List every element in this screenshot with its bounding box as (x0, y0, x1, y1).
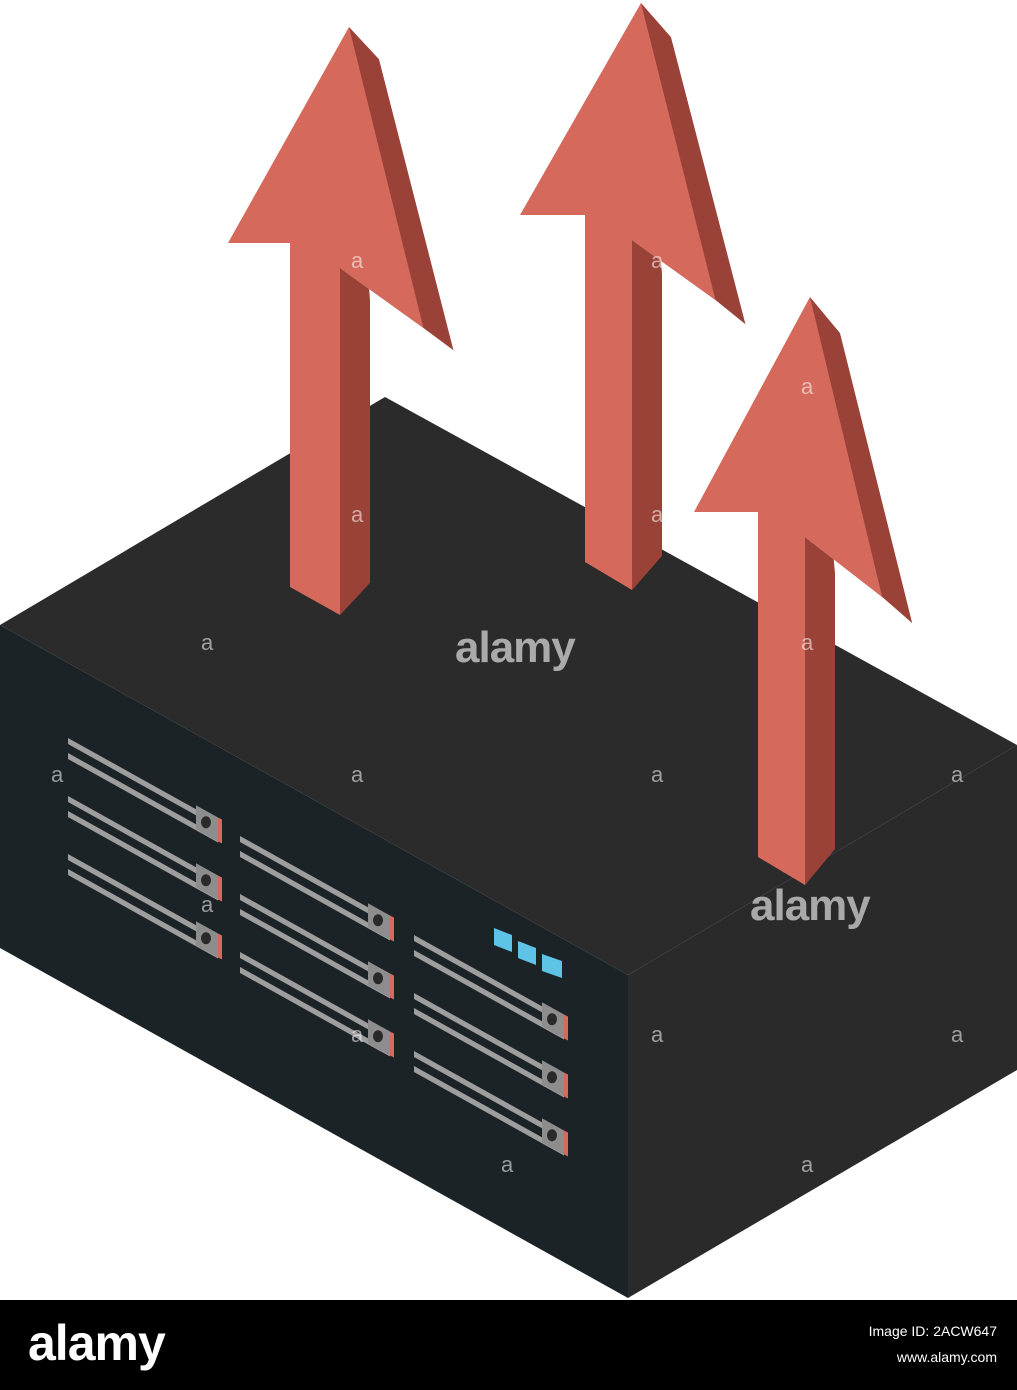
drive-bar (68, 811, 218, 901)
drive-button (373, 914, 383, 927)
arrow-shaft-side (632, 240, 662, 590)
drive-bar (240, 967, 390, 1057)
drive-bar (414, 1066, 564, 1156)
status-light (494, 928, 512, 952)
drive-button (201, 874, 211, 887)
watermark-letter: a (201, 630, 214, 655)
drive-bar (414, 993, 564, 1083)
drive-bay (240, 836, 394, 942)
watermark-letter: a (351, 248, 364, 273)
drive-bar (68, 854, 218, 944)
watermark-letter: a (51, 762, 64, 787)
watermark-letter: a (651, 1022, 664, 1047)
drive-button (547, 1071, 557, 1084)
drive-bay (414, 1051, 568, 1157)
drive-led (564, 1014, 568, 1041)
watermark-letter: a (501, 1152, 514, 1177)
server-illustration (0, 3, 1017, 1298)
drive-bar (68, 753, 218, 843)
image-id-label: Image ID: 2ACW647 (868, 1323, 997, 1339)
drive-button (373, 1030, 383, 1043)
watermark-word: alamy (455, 623, 576, 672)
drive-led (218, 817, 222, 844)
watermark-letter: a (651, 248, 664, 273)
footer-url[interactable]: www.alamy.com (896, 1349, 997, 1365)
drive-bay (240, 894, 394, 1000)
drive-bay (240, 952, 394, 1058)
drive-bay (414, 993, 568, 1099)
footer-bar: alamy Image ID: 2ACW647 www.alamy.com (0, 1300, 1017, 1390)
drive-bar (240, 836, 390, 926)
drive-bay (68, 796, 222, 902)
drive-bay (414, 935, 568, 1041)
watermark-letter: a (801, 1152, 814, 1177)
drive-bar (240, 909, 390, 999)
watermark-letter: a (351, 502, 364, 527)
drive-bay (68, 738, 222, 844)
drive-bar (414, 935, 564, 1025)
drive-button (547, 1129, 557, 1142)
watermark-letter: a (951, 1022, 964, 1047)
watermark-letter: a (801, 630, 814, 655)
drive-bar (240, 894, 390, 984)
drive-led (390, 915, 394, 942)
drive-bar (414, 950, 564, 1040)
footer-logo: alamy (28, 1315, 166, 1371)
drive-bar (240, 851, 390, 941)
status-lights (494, 928, 562, 978)
drive-bays (68, 738, 568, 1157)
drive-led (564, 1130, 568, 1157)
arrow-up-icon (694, 297, 913, 885)
watermark-letter: a (201, 892, 214, 917)
watermark-word: alamy (750, 881, 871, 930)
drive-bar (414, 1008, 564, 1098)
drive-bar (68, 869, 218, 959)
watermark-letter: a (351, 1022, 364, 1047)
watermark-letter: a (801, 374, 814, 399)
drive-bar (68, 738, 218, 828)
arrow-front (228, 27, 424, 615)
watermark-letter: a (951, 762, 964, 787)
arrow-up-icon (228, 27, 454, 615)
drive-button (201, 816, 211, 829)
drive-button (547, 1013, 557, 1026)
arrow-shaft-side (805, 537, 835, 885)
drive-led (218, 933, 222, 960)
status-light (518, 941, 536, 965)
arrow-front (520, 3, 716, 590)
drive-bar (68, 796, 218, 886)
drive-bar (414, 1051, 564, 1141)
drive-led (564, 1072, 568, 1099)
drive-led (390, 973, 394, 1000)
drive-led (218, 875, 222, 902)
drive-led (390, 1031, 394, 1058)
upload-arrows (228, 3, 913, 885)
drive-button (201, 932, 211, 945)
drive-bay (68, 854, 222, 960)
arrow-shaft-side (340, 268, 370, 615)
watermark-letter: a (651, 762, 664, 787)
watermark-letter: a (651, 502, 664, 527)
server-right-face (628, 745, 1017, 1298)
watermark-letter: a (351, 762, 364, 787)
status-light (542, 954, 562, 978)
arrow-front (694, 297, 883, 885)
drive-button (373, 972, 383, 985)
arrow-up-icon (520, 3, 746, 590)
drive-bar (240, 952, 390, 1042)
